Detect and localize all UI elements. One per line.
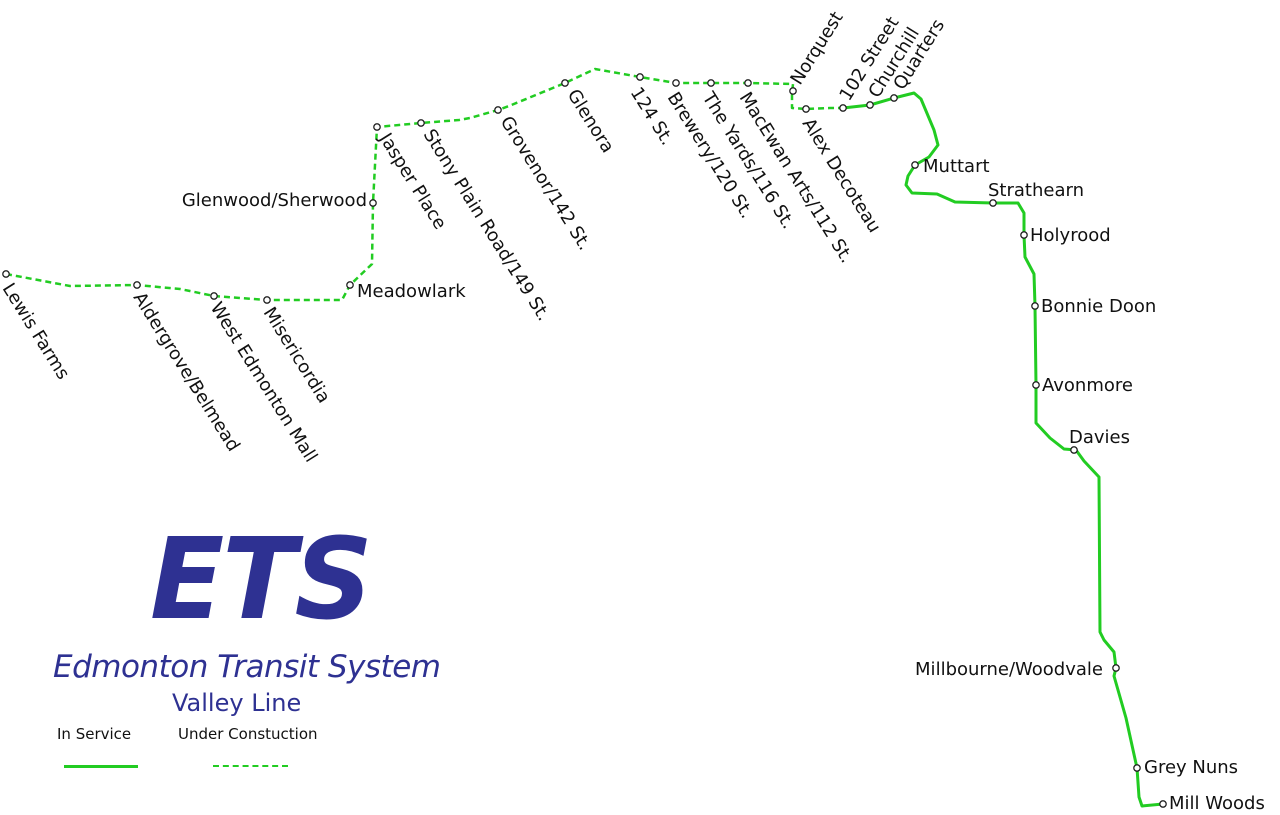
station-norquest[interactable]: Norquest [786, 8, 848, 95]
station-marker[interactable] [494, 106, 502, 114]
station-label: Holyrood [1030, 225, 1111, 246]
station-marker[interactable] [1031, 302, 1039, 310]
line-name: Valley Line [172, 689, 302, 717]
station-label: Grey Nuns [1144, 757, 1238, 778]
station-davies[interactable]: Davies [1069, 427, 1130, 454]
station-marker[interactable] [417, 119, 425, 127]
station-grovenor[interactable]: Grovenor/142 St. [494, 106, 595, 255]
station-marker[interactable] [1159, 800, 1167, 808]
station-marker[interactable] [911, 161, 919, 169]
station-label: Avonmore [1042, 375, 1133, 396]
station-label: Millbourne/Woodvale [915, 659, 1103, 680]
station-mill-woods[interactable]: Mill Woods [1159, 793, 1265, 814]
station-marker[interactable] [1133, 764, 1141, 772]
station-label: Davies [1069, 427, 1130, 448]
station-marker[interactable] [133, 281, 141, 289]
station-marker[interactable] [744, 79, 752, 87]
station-marker[interactable] [707, 79, 715, 87]
station-marker[interactable] [2, 270, 10, 278]
station-millbourne-woodvale[interactable]: Millbourne/Woodvale [915, 659, 1120, 680]
station-marker[interactable] [1070, 446, 1078, 454]
station-marker[interactable] [263, 296, 271, 304]
station-label: Bonnie Doon [1041, 296, 1156, 317]
station-bonnie-doon[interactable]: Bonnie Doon [1031, 296, 1156, 317]
station-lewis-farms[interactable]: Lewis Farms [0, 270, 74, 384]
legend-under-construction-swatch [213, 765, 288, 767]
station-glenwood-sherwood[interactable]: Glenwood/Sherwood [182, 190, 377, 211]
station-marker[interactable] [636, 73, 644, 81]
station-124-st[interactable]: 124 St. [626, 73, 678, 150]
station-label: Mill Woods [1169, 793, 1265, 814]
station-marker[interactable] [789, 87, 797, 95]
station-label: 124 St. [626, 84, 678, 150]
station-marker[interactable] [1112, 664, 1120, 672]
station-marker[interactable] [989, 199, 997, 207]
station-glenora[interactable]: Glenora [561, 79, 618, 157]
station-label: Strathearn [988, 180, 1084, 201]
station-label: Lewis Farms [0, 280, 74, 384]
station-label: Norquest [786, 8, 847, 89]
legend-under-construction-label: Under Constuction [178, 725, 318, 743]
station-holyrood[interactable]: Holyrood [1020, 225, 1111, 246]
station-meadowlark[interactable]: Meadowlark [346, 281, 466, 302]
station-label: Glenora [563, 86, 618, 157]
station-label: Grovenor/142 St. [496, 113, 595, 255]
station-label: Meadowlark [357, 281, 466, 302]
station-label: Muttart [923, 156, 990, 177]
station-avonmore[interactable]: Avonmore [1032, 375, 1133, 396]
station-marker[interactable] [210, 292, 218, 300]
station-marker[interactable] [1020, 231, 1028, 239]
station-label: Glenwood/Sherwood [182, 190, 367, 211]
station-marker[interactable] [1032, 381, 1040, 389]
station-marker[interactable] [866, 101, 874, 109]
station-marker[interactable] [369, 199, 377, 207]
station-marker[interactable] [561, 79, 569, 87]
station-marker[interactable] [373, 123, 381, 131]
station-muttart[interactable]: Muttart [911, 156, 990, 177]
station-strathearn[interactable]: Strathearn [988, 180, 1084, 207]
ets-logo-mark: ETS [150, 515, 373, 645]
legend-in-service-label: In Service [57, 725, 132, 743]
station-marker[interactable] [346, 281, 354, 289]
station-marker[interactable] [802, 105, 810, 113]
station-marker[interactable] [672, 79, 680, 87]
station-marker[interactable] [890, 94, 898, 102]
legend-in-service-swatch [64, 765, 138, 768]
station-marker[interactable] [839, 104, 847, 112]
agency-name: Edmonton Transit System [53, 649, 441, 685]
station-grey-nuns[interactable]: Grey Nuns [1133, 757, 1238, 778]
